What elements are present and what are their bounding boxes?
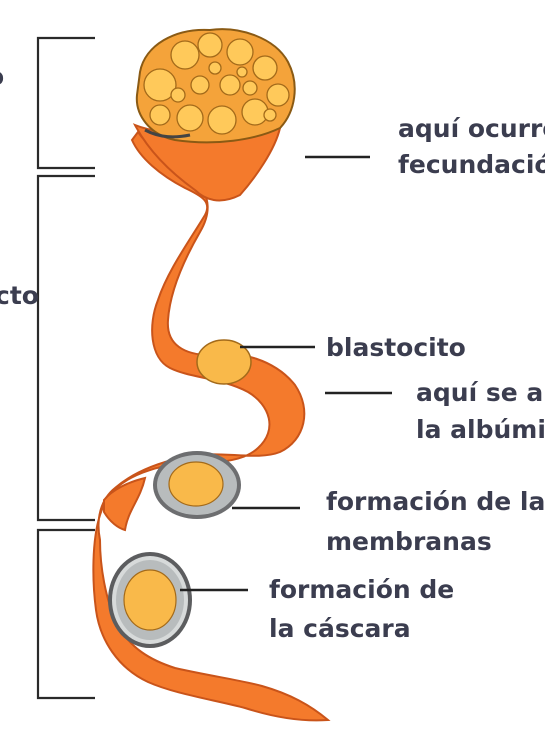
bracket-top <box>36 36 95 170</box>
leader-lines <box>180 155 392 592</box>
blastocito-yolk <box>196 339 252 385</box>
follicle <box>170 87 186 103</box>
duct <box>92 123 331 722</box>
follicle <box>263 108 277 122</box>
follicle <box>252 55 278 81</box>
follicle <box>207 105 237 135</box>
egg-membranes <box>153 451 241 519</box>
label-shell-line2: la cáscara <box>269 614 411 643</box>
label-shell-line1: formación de <box>269 575 455 604</box>
follicle <box>149 104 171 126</box>
label-albumen-line1: aquí se añade <box>416 378 545 407</box>
bracket-bottom <box>36 528 95 700</box>
follicle <box>236 66 248 78</box>
follicle <box>170 40 200 70</box>
label-membranes-line2: membranas <box>326 527 492 556</box>
follicle <box>266 83 290 107</box>
section-label-top: o <box>0 60 8 94</box>
label-membranes-line1: formación de las <box>326 487 545 516</box>
follicle <box>197 32 223 58</box>
section-label-middle-text: cto <box>0 281 39 310</box>
follicle <box>219 74 241 96</box>
ovary-shadow <box>144 128 191 139</box>
follicle <box>190 75 210 95</box>
ovary-cluster <box>135 28 296 144</box>
bracket-middle <box>36 174 95 522</box>
label-albumen-line2: la albúmina <box>416 415 545 444</box>
section-label-middle: cto <box>0 279 42 313</box>
duct-isthmus <box>103 476 147 532</box>
follicle <box>176 104 204 132</box>
label-fertilization-line2: fecundación <box>398 150 545 179</box>
label-fertilization-line1: aquí ocurre <box>398 114 545 143</box>
label-blastocito: blastocito <box>326 333 466 362</box>
follicle <box>242 80 258 96</box>
egg-shell <box>108 552 192 648</box>
follicle <box>143 68 177 102</box>
follicle <box>208 61 222 75</box>
section-brackets <box>36 36 95 700</box>
follicle <box>226 38 254 66</box>
section-label-top-text: o <box>0 62 4 91</box>
